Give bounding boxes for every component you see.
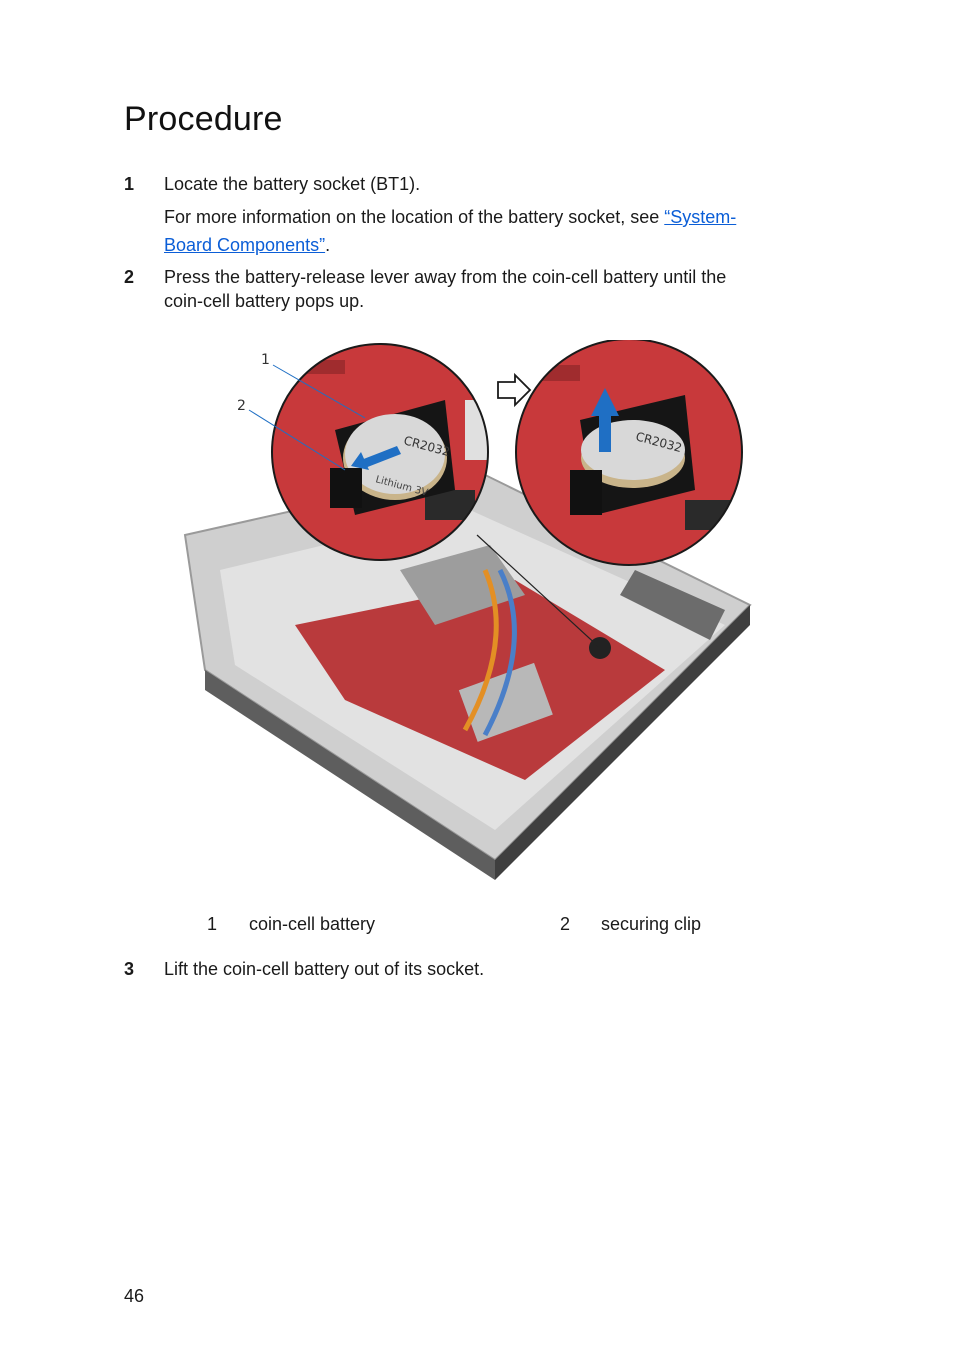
legend-number-2: 2	[560, 914, 571, 934]
callout-2: 2	[237, 398, 246, 414]
step-text-line-1: Press the battery-release lever away fro…	[164, 267, 727, 287]
illustration-svg: CR2032 Lithium 3V CR2032 1 2	[183, 338, 752, 880]
callout-1-line	[272, 364, 366, 419]
step-2: 2 Press the battery-release lever away f…	[124, 265, 854, 315]
legend-label-1: coin-cell battery	[249, 914, 376, 934]
step-note: For more information on the location of …	[164, 203, 854, 259]
transition-arrow-icon	[497, 372, 532, 408]
step-3: 3 Lift the coin-cell battery out of its …	[124, 957, 854, 983]
legend-number-1: 1	[207, 914, 218, 934]
computer-chassis	[183, 468, 752, 880]
step-text: Locate the battery socket (BT1).	[164, 174, 421, 194]
system-board-components-link[interactable]: “System-Board Components”	[164, 207, 737, 255]
section-heading: Procedure	[124, 100, 283, 138]
step-text-line-2: coin-cell battery pops up.	[164, 291, 365, 311]
note-suffix: .	[325, 235, 331, 255]
callout-2-line	[248, 409, 346, 471]
zoom-circle-after: CR2032	[515, 338, 743, 566]
step-number: 2	[124, 267, 135, 287]
step-number: 1	[124, 174, 135, 194]
note-text: For more information on the location of …	[164, 207, 665, 227]
battery-removal-illustration: CR2032 Lithium 3V CR2032 1 2	[165, 338, 755, 880]
callout-1: 1	[261, 352, 270, 368]
step-number: 3	[124, 959, 135, 979]
page-number: 46	[124, 1286, 145, 1306]
legend-label-2: securing clip	[601, 914, 702, 934]
zoom-leader-line	[476, 534, 601, 649]
step-1: 1 Locate the battery socket (BT1). For m…	[124, 172, 854, 262]
step-text: Lift the coin-cell battery out of its so…	[164, 959, 485, 979]
